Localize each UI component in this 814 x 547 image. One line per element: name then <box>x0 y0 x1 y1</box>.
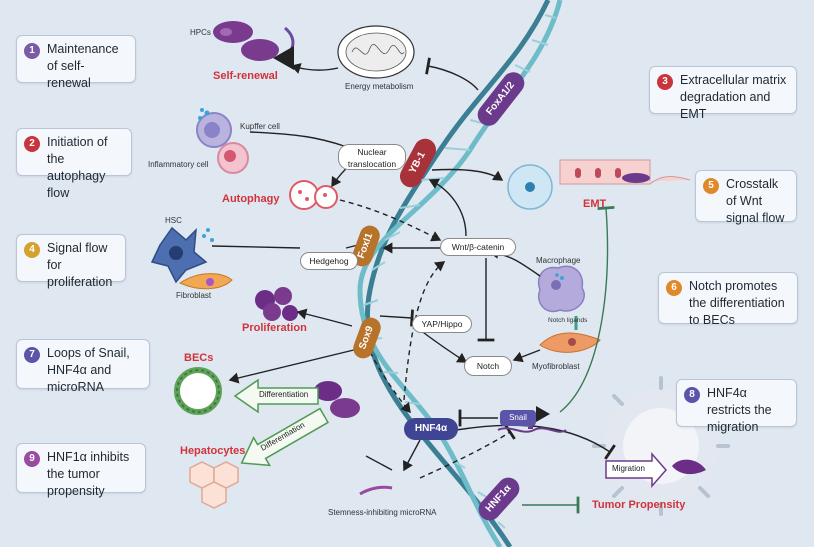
box-7: 7 Loops of Snail, HNF4α and microRNA <box>16 339 150 394</box>
box-7-text: Loops of Snail, HNF4α and microRNA <box>47 346 130 394</box>
migration-label: Migration <box>612 464 645 473</box>
inhibit-hnf4a-migration <box>455 424 616 460</box>
microrna-hairpin <box>359 485 393 496</box>
dashed-sox9-hnf4a <box>369 351 411 414</box>
label-hpcs: HPCs <box>190 28 211 37</box>
box-2-text: Initiation of the autophagy flow <box>47 135 108 200</box>
box-5-number: 5 <box>703 178 719 194</box>
box-4-text: Signal flow for proliferation <box>47 241 113 289</box>
label-tumor-propensity: Tumor Propensity <box>592 499 686 511</box>
gene-hnf4a: HNF4α <box>404 418 458 440</box>
box-8: 8 HNF4α restricts the migration <box>676 379 797 434</box>
box-8-number: 8 <box>684 387 700 403</box>
differentiation-label-bec: Differentiation <box>259 390 309 399</box>
migration-arrow <box>605 452 667 488</box>
box-9: 9 HNF1α inhibits the tumor propensity <box>16 443 146 498</box>
hepatocyte-cells <box>189 461 239 509</box>
progenitor-cells <box>314 381 360 418</box>
pill-nuclear-translocation: Nuclear translocation <box>338 144 406 170</box>
box-6-number: 6 <box>666 280 682 296</box>
arrow-energy-to-hpc <box>290 63 339 74</box>
box-3: 3 Extracellular matrix degradation and E… <box>649 66 797 121</box>
label-microrna: Stemness-inhibiting microRNA <box>328 508 437 517</box>
box-2-number: 2 <box>24 136 40 152</box>
arrow-myofib-notch <box>512 349 541 363</box>
pill-wnt: Wnt/β-catenin <box>440 238 516 256</box>
myofibroblast-cell <box>539 316 601 353</box>
arrow-sox9-prolif <box>296 308 353 327</box>
arrow-kupffer-nuclear <box>249 131 345 147</box>
box-4-number: 4 <box>24 242 40 258</box>
box-5: 5 Crosstalk of Wnt signal flow <box>695 170 797 225</box>
box-4: 4 Signal flow for proliferation <box>16 234 126 289</box>
arrow-hnf4a-microrna-stalk <box>365 455 393 471</box>
box-6: 6 Notch promotes the differentiation to … <box>658 272 798 327</box>
arrow-sox9-bec <box>228 347 363 384</box>
hsc-fibroblast-cells <box>150 226 233 290</box>
pill-yap-hippo: YAP/Hippo <box>412 315 472 333</box>
macrophage-cell <box>538 265 585 313</box>
label-energy-metabolism: Energy metabolism <box>345 82 414 91</box>
label-fibroblast: Fibroblast <box>176 291 212 300</box>
label-kupffer: Kupffer cell <box>240 122 280 131</box>
label-hsc: HSC <box>165 216 182 225</box>
box-7-number: 7 <box>24 347 40 363</box>
snail-dna-strand <box>497 427 567 433</box>
proliferation-cells <box>255 287 298 321</box>
box-2: 2 Initiation of the autophagy flow <box>16 128 132 200</box>
dashed-microrna-snail <box>419 424 516 479</box>
diff-arrow-bec <box>233 378 319 414</box>
box-3-text: Extracellular matrix degradation and EMT <box>680 73 787 121</box>
box-9-text: HNF1α inhibits the tumor propensity <box>47 450 130 498</box>
dashed-hnf4a-wnt <box>403 261 446 401</box>
label-self-renewal: Self-renewal <box>213 70 278 82</box>
pill-hedgehog: Hedgehog <box>300 252 358 270</box>
inhibit-foxa-energy <box>425 57 479 91</box>
dashed-autophagy-wnt <box>339 199 442 242</box>
autophagosome-icon <box>289 180 338 210</box>
box-6-text: Notch promotes the differentiation to BE… <box>689 279 785 327</box>
label-hepatocytes: Hepatocytes <box>180 445 246 457</box>
bec-ring <box>174 367 222 415</box>
label-inflammatory: Inflammatory cell <box>148 160 209 169</box>
label-macrophage: Macrophage <box>536 256 581 265</box>
box-3-number: 3 <box>657 74 673 90</box>
diff-arrow-hepatocyte <box>240 407 329 467</box>
box-1-text: Maintenance of self-renewal <box>47 42 119 90</box>
mitochondrion-icon <box>337 25 415 79</box>
gene-snail: Snail <box>500 410 536 426</box>
label-becs: BECs <box>184 352 214 364</box>
label-emt: EMT <box>583 198 607 210</box>
box-1-number: 1 <box>24 43 40 59</box>
label-notch-ligands: Notch ligands <box>548 317 588 324</box>
pill-notch: Notch <box>464 356 512 376</box>
inhibit-sox9-yap <box>379 309 414 327</box>
box-1: 1 Maintenance of self-renewal <box>16 35 136 90</box>
kupffer-cells <box>196 108 249 174</box>
hpc-cells <box>213 21 295 70</box>
box-8-text: HNF4α restricts the migration <box>707 386 772 434</box>
emt-cells <box>507 159 691 210</box>
arrow-hsc-hedgehog <box>211 245 301 249</box>
arrow-yb1-emt <box>431 168 504 181</box>
arrow-hnf4a-microrna <box>403 439 421 472</box>
label-autophagy: Autophagy <box>222 193 280 205</box>
box-5-text: Crosstalk of Wnt signal flow <box>726 177 785 225</box>
label-proliferation: Proliferation <box>242 322 307 334</box>
arrow-yap-notch <box>419 329 468 363</box>
label-myofibroblast: Myofibroblast <box>532 362 580 371</box>
arrow-wnt-yb1 <box>428 178 467 237</box>
box-9-number: 9 <box>24 451 40 467</box>
inhibit-snail-emt <box>559 205 615 413</box>
